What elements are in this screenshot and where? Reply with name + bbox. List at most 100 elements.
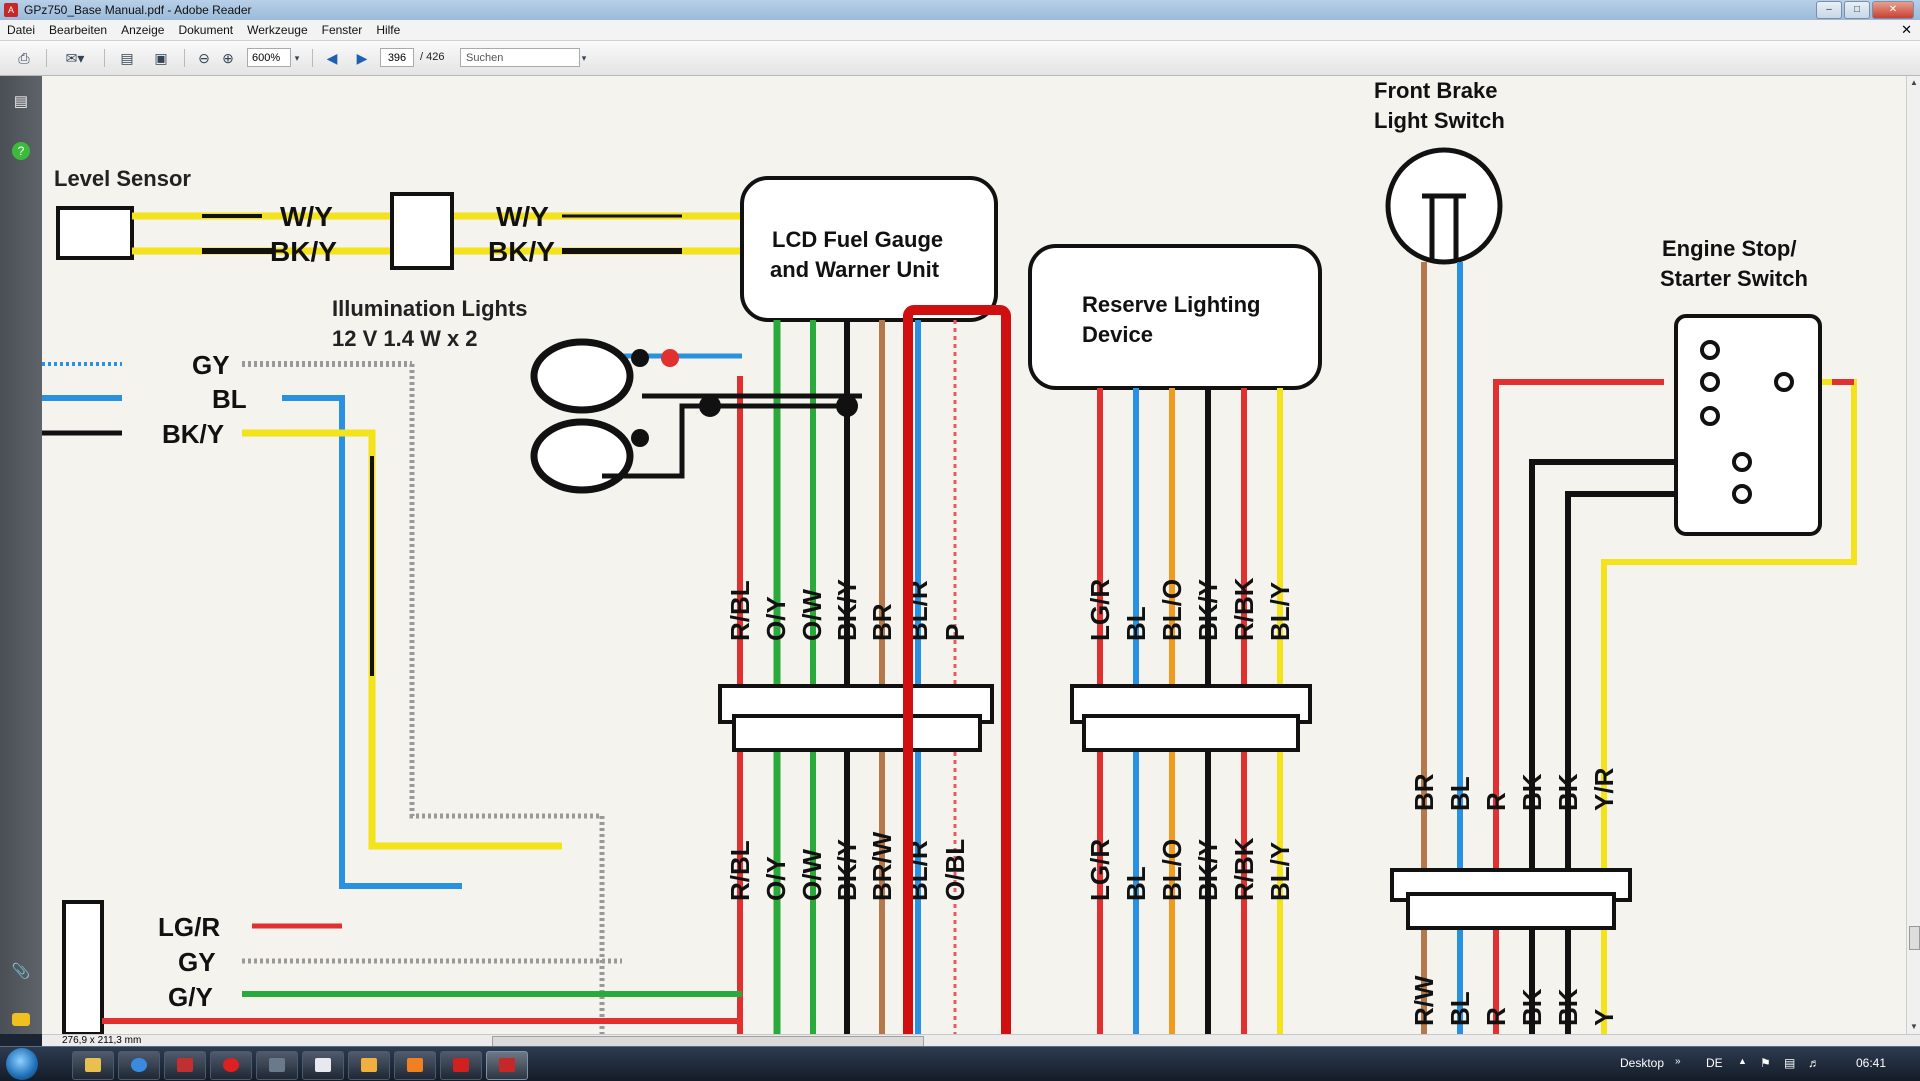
wire-label: BK [1517, 773, 1547, 811]
menu-help[interactable]: Hilfe [376, 23, 401, 37]
wire-label: BL [212, 384, 247, 414]
wire-label: BL/O [1157, 839, 1187, 901]
clock[interactable]: 06:41 [1856, 1056, 1887, 1070]
engine-stop-label: Starter Switch [1660, 266, 1808, 291]
wire-label: BK [1553, 773, 1583, 811]
network-icon[interactable]: ▤ [1784, 1056, 1796, 1070]
navigation-sidebar: ▤ ? 📎 [0, 76, 42, 1034]
scroll-down-icon[interactable]: ▼ [1910, 1022, 1918, 1031]
menu-bar: Datei Bearbeiten Anzeige Dokument Werkze… [0, 20, 1920, 41]
wire-label: R/BL [725, 580, 755, 641]
wire-label: BL [1121, 866, 1151, 901]
document-view[interactable]: Level Sensor W/Y BK/Y W/Y BK/Y Illuminat… [42, 76, 1906, 1034]
app-icon[interactable] [164, 1051, 206, 1080]
wire-label: BK [1517, 988, 1547, 1026]
zoom-dropdown-icon[interactable]: ▾ [294, 52, 300, 63]
scroll-thumb[interactable] [1909, 926, 1920, 950]
wire-label: BL/Y [1265, 582, 1295, 641]
start-button[interactable] [6, 1048, 38, 1080]
minimize-icon[interactable]: – [1816, 1, 1842, 19]
toolbar-separator [46, 49, 47, 67]
internet-explorer-icon[interactable] [118, 1051, 160, 1080]
attachments-icon[interactable]: 📎 [11, 963, 31, 980]
prev-page-icon[interactable]: ◀ [326, 49, 338, 66]
illumination-spec-label: 12 V 1.4 W x 2 [332, 326, 478, 351]
action-center-icon[interactable]: ⚑ [1760, 1056, 1771, 1070]
wire-label: R [1481, 1007, 1511, 1026]
show-hidden-icons-icon[interactable]: ▲ [1738, 1056, 1747, 1066]
active-window-button[interactable] [486, 1051, 528, 1080]
scroll-up-icon[interactable]: ▲ [1910, 78, 1918, 87]
wire-label: GY [192, 350, 230, 380]
save-icon[interactable]: ▤ [120, 49, 134, 66]
chevron-icon[interactable]: » [1675, 1056, 1681, 1067]
vertical-scrollbar[interactable]: ▲ ▼ [1906, 76, 1920, 1034]
fit-page-icon[interactable]: ▣ [154, 49, 168, 66]
page-number-input[interactable]: 396 [380, 48, 414, 67]
wire-label: GY [178, 947, 216, 977]
opera-icon[interactable] [210, 1051, 252, 1080]
wire-label: BR/W [867, 831, 897, 901]
reserve-connector [1082, 714, 1300, 752]
wire-label: Y [1589, 1009, 1619, 1026]
email-icon[interactable]: ✉▾ [65, 49, 85, 66]
close-icon[interactable]: ✕ [1872, 1, 1914, 19]
search-input[interactable]: Suchen [460, 48, 580, 67]
wire-label: R/BK [1229, 837, 1259, 901]
wire-label: R/W [1409, 975, 1439, 1026]
menu-file[interactable]: Datei [7, 23, 36, 37]
menu-document[interactable]: Dokument [178, 23, 234, 37]
document-close-icon[interactable]: ✕ [1901, 22, 1912, 37]
pages-icon[interactable]: ▤ [13, 93, 29, 110]
sensor-connector [390, 192, 454, 270]
print-icon[interactable]: ⎙ [18, 49, 30, 66]
adobe-reader-icon[interactable] [440, 1051, 482, 1080]
wire-label: W/Y [496, 201, 549, 232]
wire-label: P [940, 624, 970, 641]
wire-label: BK [1553, 988, 1583, 1026]
search-dropdown-icon[interactable]: ▾ [581, 52, 587, 63]
wire-label: BR [1409, 773, 1439, 811]
wire-label: LG/R [158, 912, 220, 942]
desktop-toolbar-label[interactable]: Desktop [1620, 1056, 1665, 1070]
window-controls: – □ ✕ [1816, 1, 1914, 19]
menu-tools[interactable]: Werkzeuge [247, 23, 308, 37]
wire-label: BL [1121, 606, 1151, 641]
reserve-lighting-box [1028, 244, 1322, 390]
wire-label: O/W [797, 589, 827, 641]
document-icon[interactable] [302, 1051, 344, 1080]
wire-label: R/BL [725, 840, 755, 901]
wire-label: Y/R [1589, 767, 1619, 811]
level-sensor-box [56, 206, 134, 260]
menu-edit[interactable]: Bearbeiten [49, 23, 108, 37]
volume-icon[interactable]: ♬ [1808, 1056, 1820, 1070]
illumination-label: Illumination Lights [332, 296, 528, 321]
wire-label: BK/Y [832, 839, 862, 901]
front-brake-label: Light Switch [1374, 108, 1505, 133]
monitor-icon[interactable] [256, 1051, 298, 1080]
menu-view[interactable]: Anzeige [121, 23, 165, 37]
maximize-icon[interactable]: □ [1844, 1, 1870, 19]
vlc-icon[interactable] [394, 1051, 436, 1080]
wire-label: LG/R [1085, 579, 1115, 641]
wire-label: O/BL [940, 839, 970, 901]
wire-label: LG/R [1085, 839, 1115, 901]
menu-window[interactable]: Fenster [321, 23, 363, 37]
engine-stop-label: Engine Stop/ [1662, 236, 1796, 261]
zoom-input[interactable]: 600% [247, 48, 291, 67]
zoom-in-icon[interactable]: ⊕ [222, 49, 234, 66]
wiring-diagram: Level Sensor W/Y BK/Y W/Y BK/Y Illuminat… [42, 76, 1906, 1034]
zoom-out-icon[interactable]: ⊖ [198, 49, 210, 66]
lcd-unit-label: and Warner Unit [770, 257, 940, 282]
toolbar-separator [104, 49, 105, 67]
wire-label: O/Y [761, 856, 791, 901]
right-connector [1406, 892, 1616, 930]
reserve-lighting-label: Reserve Lighting [1082, 292, 1260, 317]
explorer-icon[interactable] [72, 1051, 114, 1080]
page-total: / 426 [420, 51, 445, 63]
comments-icon[interactable] [10, 1008, 32, 1030]
help-icon[interactable]: ? [10, 140, 32, 162]
folder-icon[interactable] [348, 1051, 390, 1080]
next-page-icon[interactable]: ▶ [356, 49, 368, 66]
language-indicator[interactable]: DE [1706, 1056, 1723, 1070]
